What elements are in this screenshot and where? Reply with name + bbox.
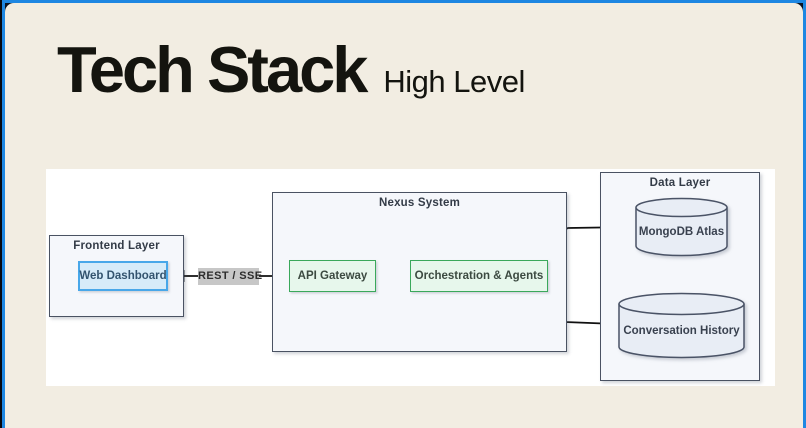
conversation-history-label: Conversation History (623, 325, 740, 337)
web-dashboard-node[interactable]: Web Dashboard (78, 261, 168, 291)
cylinder-shape (618, 292, 745, 359)
orchestration-agents-label: Orchestration & Agents (414, 270, 544, 282)
nexus-system-label: Nexus System (378, 197, 461, 209)
page-title: Tech Stack (57, 33, 368, 106)
data-layer-label: Data Layer (649, 177, 711, 189)
diagram-canvas[interactable]: Frontend Layer Web Dashboard Nexus Syste… (46, 169, 775, 386)
api-gateway-label: API Gateway (297, 270, 368, 282)
web-dashboard-label: Web Dashboard (79, 270, 167, 282)
mongodb-atlas-label: MongoDB Atlas (638, 226, 725, 238)
api-gateway-node[interactable]: API Gateway (289, 260, 376, 292)
frontend-layer-label: Frontend Layer (73, 240, 160, 252)
cylinder-shape (635, 197, 728, 257)
mongodb-atlas-database[interactable]: MongoDB Atlas (635, 197, 728, 257)
page-subtitle: High Level (383, 64, 525, 99)
slide-title-block: Tech Stack High Level (57, 33, 525, 108)
edge-label-rest-sse: REST / SSE (198, 268, 262, 285)
orchestration-agents-node[interactable]: Orchestration & Agents (410, 260, 548, 292)
slide-background[interactable]: Tech Stack High Level F (5, 3, 803, 428)
conversation-history-database[interactable]: Conversation History (618, 292, 745, 359)
